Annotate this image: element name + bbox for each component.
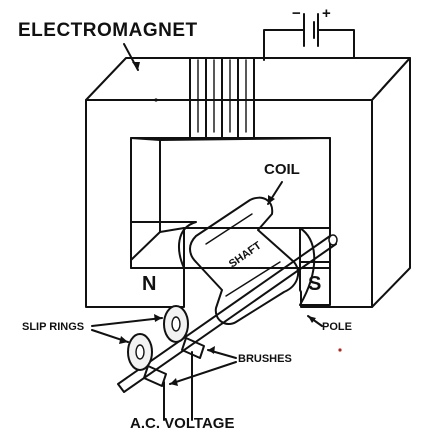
electromagnet-pointer: [123, 43, 140, 71]
slip-rings-pointers: [91, 314, 163, 344]
magnet-winding: [189, 57, 255, 139]
armature-coil: [189, 196, 300, 326]
shaft: [117, 234, 338, 393]
slip-ring-outer: [127, 333, 153, 371]
coil-label: COIL: [264, 161, 300, 178]
battery: [263, 13, 355, 61]
brush-outer: [143, 365, 167, 421]
battery-minus-label: −: [292, 5, 301, 22]
brushes-label: BRUSHES: [238, 353, 292, 365]
electromagnet-frame: [85, 57, 411, 308]
slip-rings-label: SLIP RINGS: [22, 321, 84, 333]
coil-pointer: [267, 181, 283, 205]
ac-voltage-label: A.C. VOLTAGE: [130, 415, 234, 432]
brush-inner: [181, 337, 205, 421]
brushes-pointers: [169, 346, 237, 386]
slip-ring-inner: [163, 305, 189, 343]
shaft-label: SHAFT: [227, 239, 264, 270]
north-pole-label: N: [142, 273, 156, 295]
south-pole-label: S: [308, 273, 321, 295]
electromagnet-label: ELECTROMAGNET: [18, 20, 198, 41]
pole-label: POLE: [322, 321, 352, 333]
pole-pointer: [307, 315, 323, 327]
battery-plus-label: +: [322, 5, 331, 22]
